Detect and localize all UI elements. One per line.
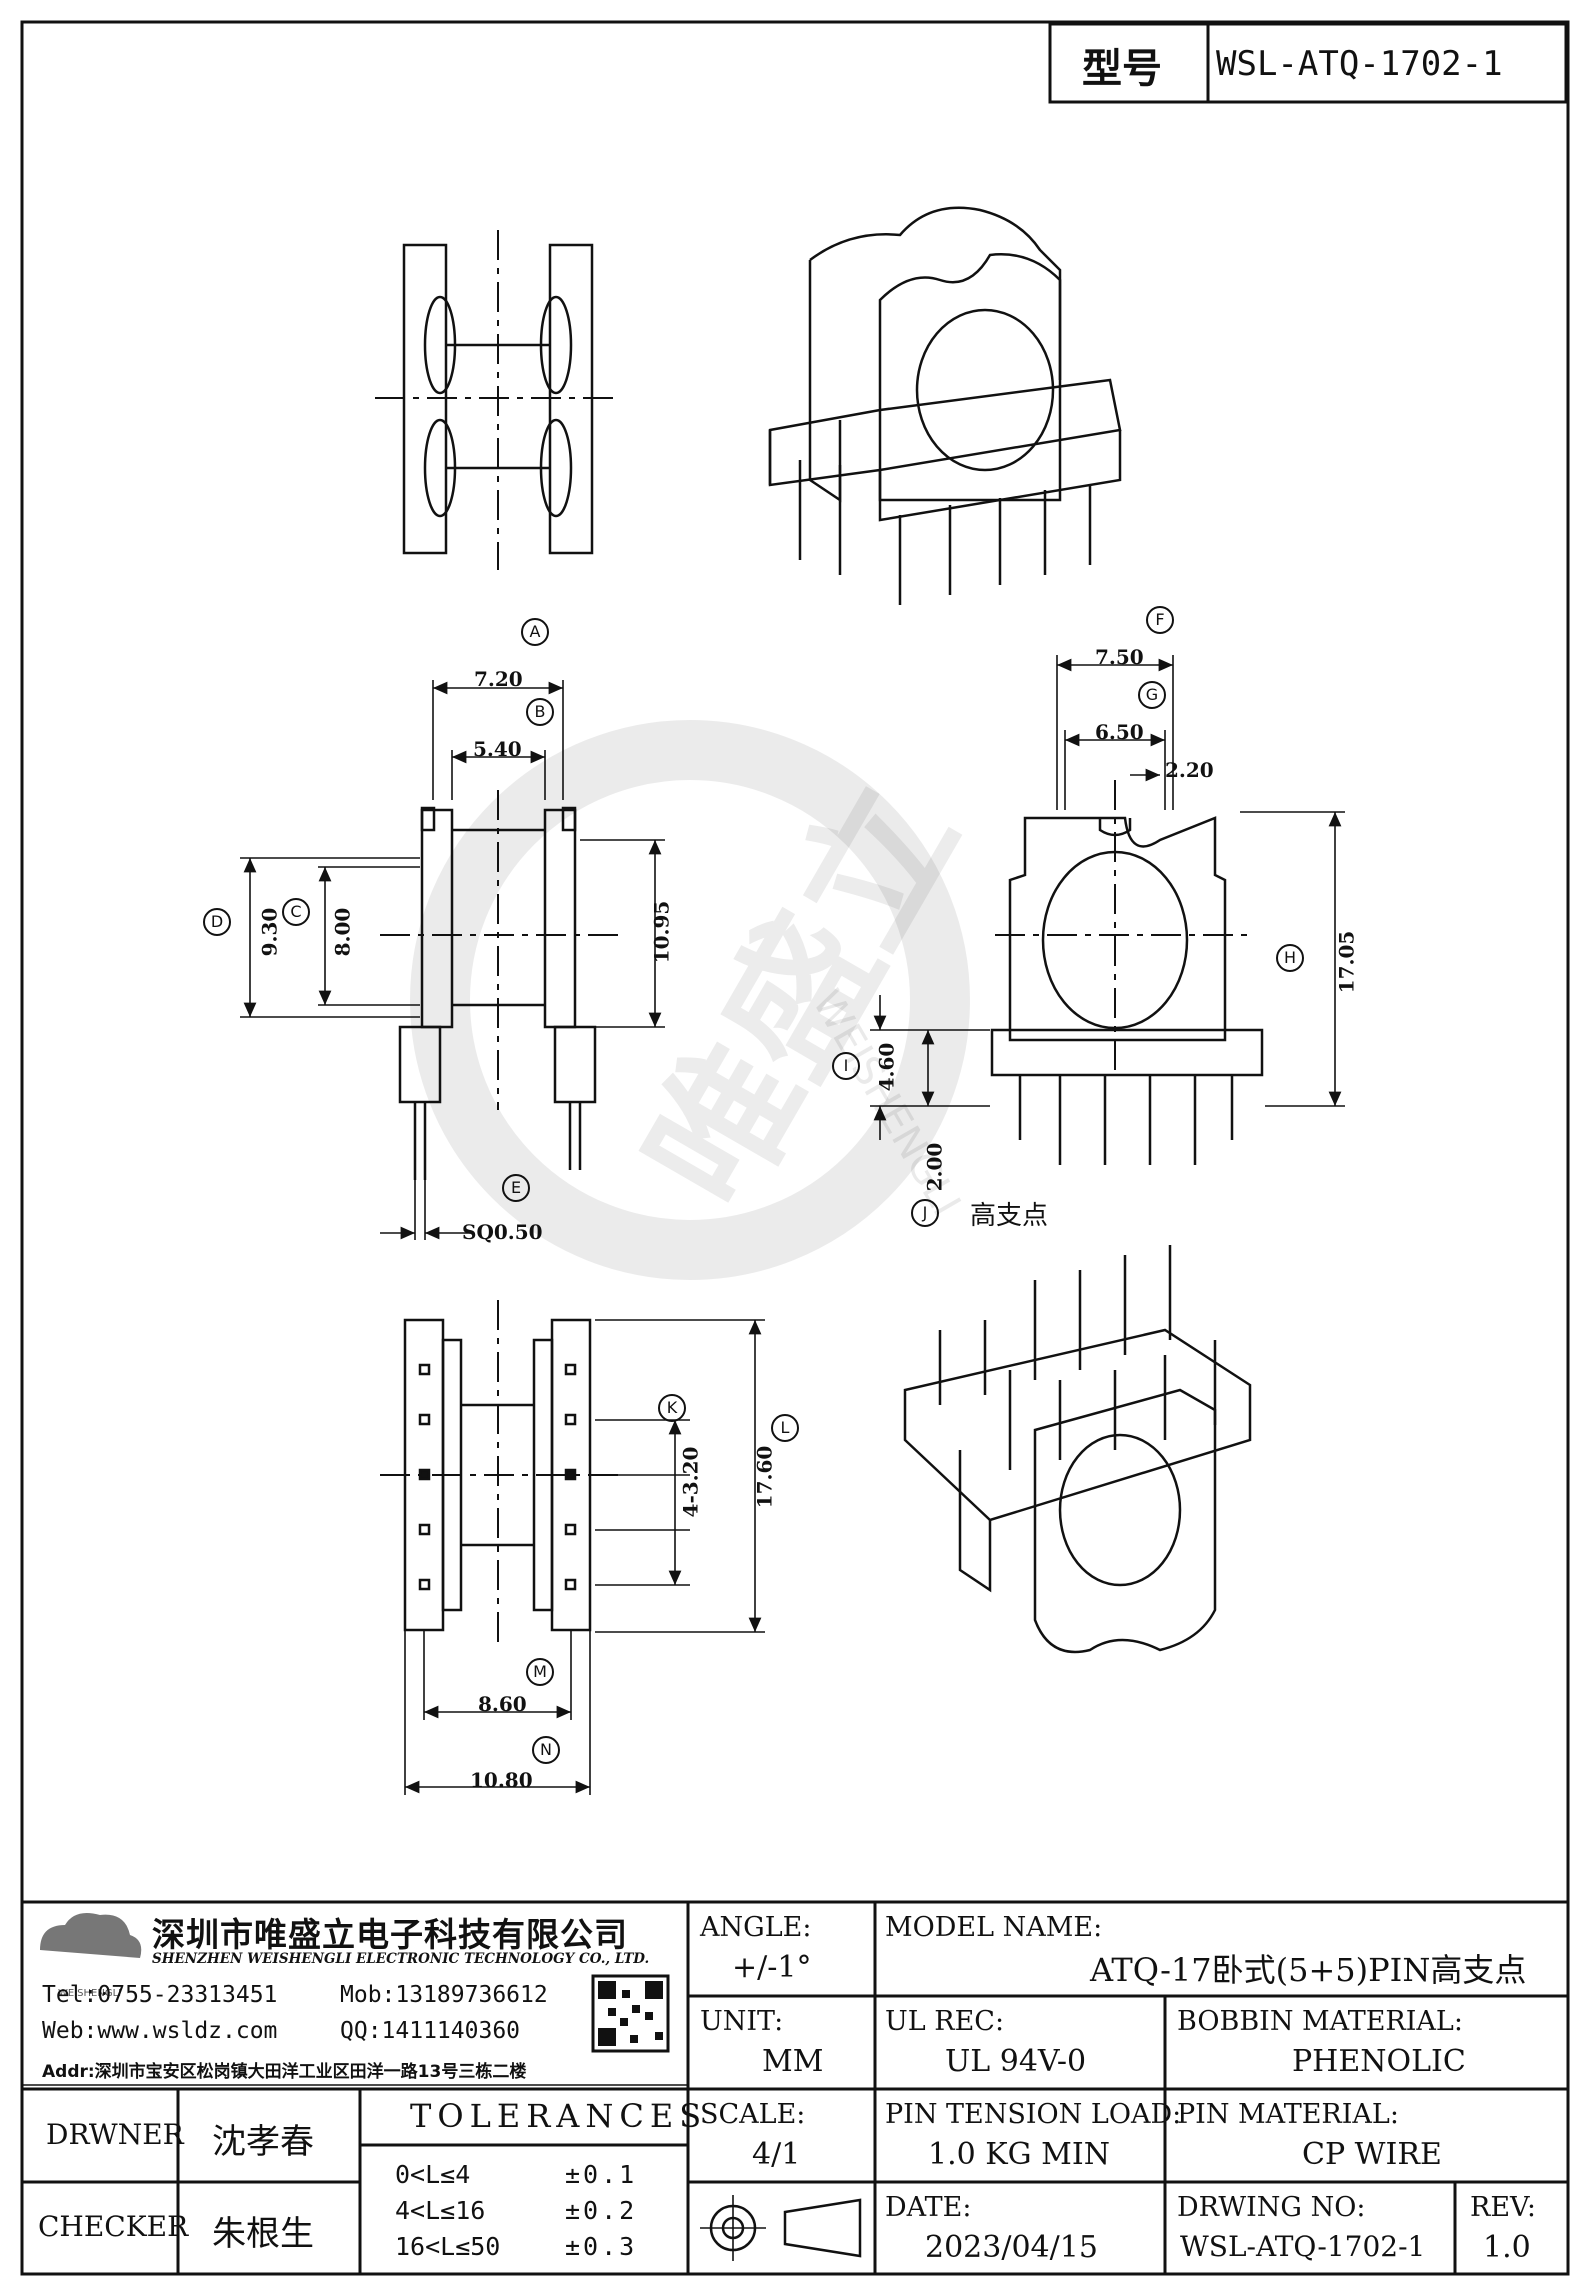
projection-symbol [700, 2195, 862, 2261]
watermark [410, 720, 970, 1280]
tolerances-title: TOLERANCES [410, 2097, 708, 2135]
dim-N: 10.80 [470, 1768, 533, 1792]
view-iso-bottom [903, 1245, 1252, 1654]
bobbin-value: PHENOLIC [1292, 2044, 1466, 2079]
callout-I: I [832, 1052, 860, 1080]
callout-D: D [203, 908, 231, 936]
view-iso-top [768, 206, 1122, 605]
dim-C: 8.00 [330, 907, 355, 957]
drawing-no-value: WSL-ATQ-1702-1 [1180, 2230, 1426, 2263]
checker-label: CHECKER [38, 2210, 189, 2243]
callout-H: H [1276, 944, 1304, 972]
scale-label: SCALE: [700, 2099, 806, 2130]
tolerance-value: ±0.1 [565, 2160, 638, 2189]
dim-I: 4.60 [874, 1042, 899, 1092]
type-value: WSL-ATQ-1702-1 [1216, 44, 1503, 84]
company-qq: QQ:1411140360 [340, 2018, 521, 2044]
company-addr: Addr:深圳市宝安区松岗镇大田洋工业区田洋一路13号三栋二楼 [42, 2062, 527, 2082]
company-web: Web:www.wsldz.com [42, 2018, 278, 2044]
dim-A: 7.20 [474, 667, 523, 691]
dims-side [870, 655, 1345, 1140]
callout-F: F [1146, 606, 1174, 634]
dim-M: 8.60 [478, 1692, 527, 1716]
view-front [380, 790, 620, 1180]
title-block-grid [22, 1900, 1568, 2274]
dim-F: 7.50 [1095, 645, 1144, 669]
scale-value: 4/1 [752, 2137, 801, 2172]
dims-bottom [404, 1319, 765, 1795]
tolerance-value: ±0.2 [565, 2196, 638, 2225]
company-name-en: SHENZHEN WEISHENGLI ELECTRONIC TECHNOLOG… [152, 1951, 650, 1967]
callout-G: G [1138, 681, 1166, 709]
dim-H: 17.05 [1334, 930, 1359, 994]
angle-value: +/-1° [732, 1950, 812, 1985]
dim-D: 9.30 [257, 907, 282, 957]
checker-name: 朱根生 [212, 2214, 314, 2254]
dims-front [240, 680, 665, 1240]
callout-N: N [532, 1736, 560, 1764]
pin-material-label: PIN MATERIAL: [1177, 2099, 1399, 2130]
callout-E: E [502, 1174, 530, 1202]
callout-L: L [771, 1414, 799, 1442]
unit-value: MM [762, 2044, 824, 2079]
callout-J: J [911, 1199, 939, 1227]
dim-J: 2.00 [922, 1142, 947, 1192]
dim-K: 4-3.20 [678, 1446, 703, 1518]
company-name-cn: 深圳市唯盛立电子科技有限公司 [152, 1915, 628, 1954]
callout-C: C [282, 898, 310, 926]
tolerance-range: 16<L≤50 [395, 2232, 501, 2261]
callout-B: B [526, 698, 554, 726]
model-value: ATQ-17卧式(5+5)PIN高支点 [1090, 1951, 1527, 1989]
callout-A: A [521, 618, 549, 646]
callout-K: K [658, 1394, 686, 1422]
date-label: DATE: [885, 2192, 972, 2223]
drawing-no-label: DRWING NO: [1177, 2192, 1366, 2223]
unit-label: UNIT: [700, 2006, 784, 2037]
dim-L: 17.60 [752, 1445, 777, 1509]
tension-label: PIN TENSION LOAD: [885, 2099, 1182, 2130]
ulrec-label: UL REC: [885, 2006, 1005, 2037]
dim-height-10-95: 10.95 [649, 900, 674, 964]
dim-B: 5.40 [473, 737, 522, 761]
tolerance-range: 0<L≤4 [395, 2160, 471, 2189]
view-bottom [380, 1300, 620, 1650]
dim-G2: 2.20 [1165, 758, 1214, 782]
bobbin-label: BOBBIN MATERIAL: [1177, 2006, 1463, 2037]
date-value: 2023/04/15 [925, 2230, 1098, 2265]
ulrec-value: UL 94V-0 [945, 2044, 1087, 2079]
drawer-label: DRWNER [46, 2118, 184, 2151]
dim-E: SQ0.50 [462, 1220, 543, 1244]
view-top [375, 230, 620, 570]
rev-label: REV: [1470, 2192, 1536, 2223]
logo-subtext: WEISHENGLI [58, 1988, 122, 1999]
logo-text: 唯盛立 [60, 1973, 102, 1989]
qr-code-icon [591, 1974, 670, 2053]
pin-material-value: CP WIRE [1302, 2137, 1442, 2172]
note-high-support: 高支点 [970, 1201, 1049, 1231]
tension-value: 1.0 KG MIN [928, 2137, 1110, 2172]
tolerance-range: 4<L≤16 [395, 2196, 486, 2225]
company-logo-icon [40, 1912, 142, 1958]
model-label: MODEL NAME: [885, 1912, 1103, 1943]
rev-value: 1.0 [1483, 2230, 1531, 2265]
type-label: 型号 [1082, 46, 1162, 92]
tolerance-value: ±0.3 [565, 2232, 638, 2261]
dim-G: 6.50 [1095, 720, 1144, 744]
view-side [990, 780, 1264, 1165]
angle-label: ANGLE: [700, 1912, 812, 1943]
company-mob: Mob:13189736612 [340, 1982, 548, 2008]
drawer-name: 沈孝春 [212, 2122, 314, 2162]
company-tel: Tel:0755-23313451 [42, 1982, 278, 2008]
callout-M: M [526, 1658, 554, 1686]
